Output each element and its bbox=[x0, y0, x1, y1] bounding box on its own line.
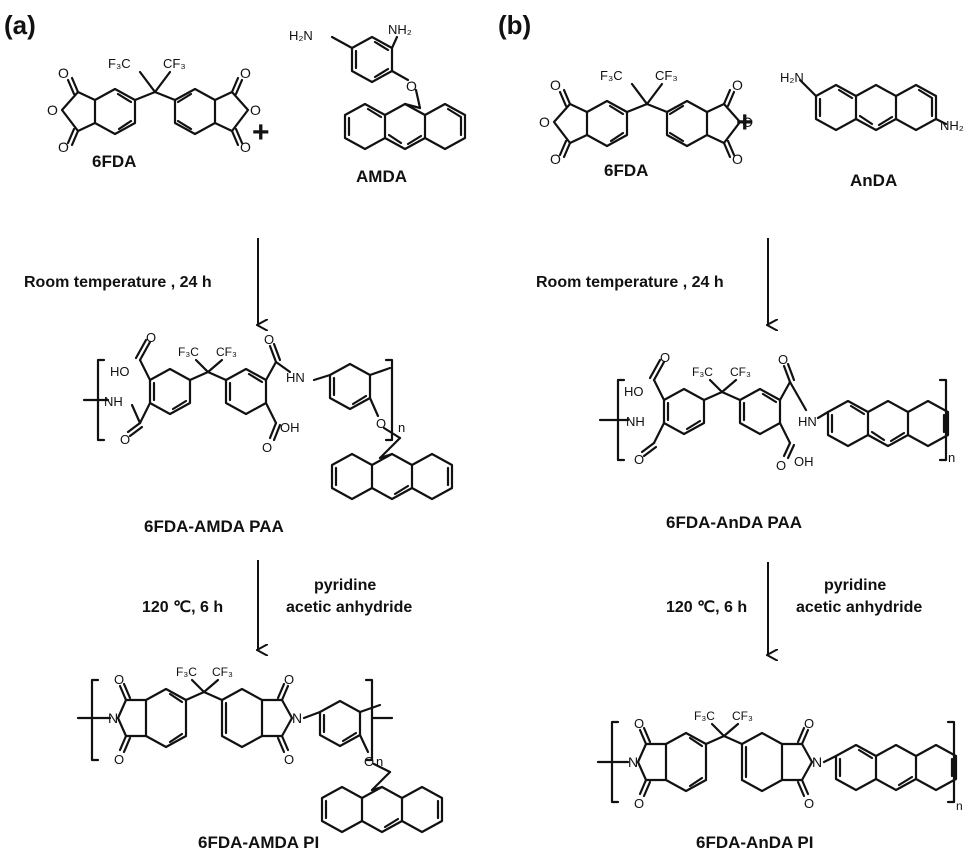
panel-b-anda-structure: H₂N NH₂ bbox=[780, 70, 964, 133]
panel-a-step2-temperature: 120 ℃, 6 h bbox=[142, 599, 223, 616]
repeat-unit-label: n bbox=[398, 420, 405, 435]
panel-a-step2-reagent1: pyridine bbox=[314, 577, 376, 594]
oxygen-label: O bbox=[284, 752, 294, 767]
panel-b-reactant1-label: 6FDA bbox=[604, 161, 648, 180]
repeat-unit-label: n bbox=[956, 799, 963, 813]
panel-b-intermediate-label: 6FDA-AnDA PAA bbox=[666, 513, 802, 532]
oxygen-label: O bbox=[742, 114, 753, 130]
oxygen-label: O bbox=[114, 672, 124, 687]
cf3-label: F₃C bbox=[176, 665, 197, 679]
oxygen-label: O bbox=[284, 672, 294, 687]
panel-a-reactant2-label: AMDA bbox=[356, 167, 407, 186]
cf3-label: CF₃ bbox=[730, 365, 751, 379]
oxygen-label: O bbox=[778, 352, 788, 367]
ho-label: HO bbox=[624, 384, 644, 399]
oxygen-label: O bbox=[376, 416, 386, 431]
panel-b-step1-conditions: Room temperature , 24 h bbox=[536, 274, 724, 291]
nitrogen-label: N bbox=[292, 710, 302, 726]
oxygen-label: O bbox=[47, 102, 58, 118]
oxygen-label: O bbox=[262, 440, 272, 455]
oxygen-label: O bbox=[364, 754, 374, 769]
nh2-label: NH₂ bbox=[940, 118, 964, 133]
oxygen-label: O bbox=[804, 716, 814, 731]
hn-label: HN bbox=[286, 370, 305, 385]
oxygen-label: O bbox=[634, 452, 644, 467]
h2n-label: H₂N bbox=[780, 70, 804, 85]
cf3-label: F₃C bbox=[692, 365, 713, 379]
panel-a-tag: (a) bbox=[4, 10, 36, 40]
panel-a-paa-structure: NH HO O O F₃C CF₃ O HN O OH O n bbox=[82, 330, 454, 501]
oxygen-label: O bbox=[240, 65, 251, 81]
nh2-label: NH₂ bbox=[388, 22, 412, 37]
cf3-label: CF₃ bbox=[655, 68, 678, 83]
oxygen-label: O bbox=[804, 796, 814, 811]
oxygen-label: O bbox=[634, 716, 644, 731]
nitrogen-label: N bbox=[108, 710, 118, 726]
panel-a-amda-structure: H₂N NH₂ O bbox=[289, 22, 467, 151]
cf3-label: CF₃ bbox=[163, 56, 186, 71]
cf3-label: F₃C bbox=[600, 68, 623, 83]
oxygen-label: O bbox=[634, 796, 644, 811]
oxygen-label: O bbox=[146, 330, 156, 345]
panel-a-intermediate-label: 6FDA-AMDA PAA bbox=[144, 517, 284, 536]
panel-a-pi-structure: N O O F₃C CF₃ O O N O n bbox=[76, 665, 444, 834]
oxygen-label: O bbox=[240, 139, 251, 155]
oxygen-label: O bbox=[550, 77, 561, 93]
panel-b-paa-structure: NH HO O O F₃C CF₃ O HN O OH n bbox=[598, 350, 955, 473]
panel-a-6fda-structure: O O O O O O F₃C CF₃ bbox=[47, 56, 261, 155]
oxygen-label: O bbox=[732, 77, 743, 93]
h2n-label: H₂N bbox=[289, 28, 313, 43]
panel-a-plus: + bbox=[252, 116, 270, 149]
panel-a: (a) bbox=[4, 10, 467, 852]
panel-a-reactant1-label: 6FDA bbox=[92, 152, 136, 171]
oxygen-label: O bbox=[114, 752, 124, 767]
panel-b-reactant2-label: AnDA bbox=[850, 171, 897, 190]
oxygen-label: O bbox=[120, 432, 130, 447]
oxygen-label: O bbox=[550, 151, 561, 167]
oh-label: OH bbox=[794, 454, 814, 469]
oxygen-label: O bbox=[732, 151, 743, 167]
panel-b-tag: (b) bbox=[498, 10, 531, 40]
panel-b-product-label: 6FDA-AnDA PI bbox=[696, 833, 813, 852]
oh-label: OH bbox=[280, 420, 300, 435]
panel-b-pi-structure: N O O F₃C CF₃ O O N n bbox=[596, 709, 963, 813]
panel-a-step2-reagent2: acetic anhydride bbox=[286, 599, 412, 616]
nitrogen-label: N bbox=[812, 754, 822, 770]
repeat-unit-label: n bbox=[948, 450, 955, 465]
oxygen-label: O bbox=[406, 78, 417, 94]
oxygen-label: O bbox=[58, 139, 69, 155]
oxygen-label: O bbox=[264, 332, 274, 347]
panel-a-step1-conditions: Room temperature , 24 h bbox=[24, 274, 212, 291]
oxygen-label: O bbox=[58, 65, 69, 81]
panel-b: (b) O O O bbox=[498, 10, 964, 852]
cf3-label: F₃C bbox=[178, 345, 199, 359]
oxygen-label: O bbox=[776, 458, 786, 473]
panel-b-step2-reagent1: pyridine bbox=[824, 577, 886, 594]
oxygen-label: O bbox=[539, 114, 550, 130]
cf3-label: CF₃ bbox=[732, 709, 753, 723]
panel-b-6fda-structure: O O O O O O F₃C CF₃ bbox=[539, 68, 753, 167]
cf3-label: CF₃ bbox=[216, 345, 237, 359]
cf3-label: F₃C bbox=[108, 56, 131, 71]
cf3-label: CF₃ bbox=[212, 665, 233, 679]
panel-b-step2-temperature: 120 ℃, 6 h bbox=[666, 599, 747, 616]
ho-label: HO bbox=[110, 364, 130, 379]
panel-a-product-label: 6FDA-AMDA PI bbox=[198, 833, 319, 852]
nh-label: NH bbox=[104, 394, 123, 409]
hn-label: HN bbox=[798, 414, 817, 429]
repeat-unit-label: n bbox=[376, 754, 383, 769]
nitrogen-label: N bbox=[628, 754, 638, 770]
panel-b-plus: + bbox=[736, 106, 754, 139]
nh-label: NH bbox=[626, 414, 645, 429]
oxygen-label: O bbox=[250, 102, 261, 118]
panel-b-step2-reagent2: acetic anhydride bbox=[796, 599, 922, 616]
cf3-label: F₃C bbox=[694, 709, 715, 723]
oxygen-label: O bbox=[660, 350, 670, 365]
